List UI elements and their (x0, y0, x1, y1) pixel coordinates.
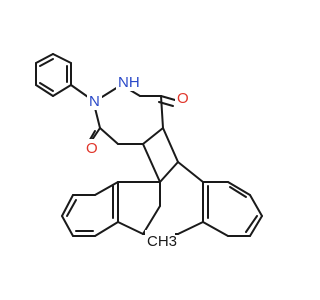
svg-text:O: O (86, 140, 98, 157)
atom-label-oxygen-top: O (175, 89, 190, 107)
atom-label-oxygen-left: O (84, 139, 99, 157)
pyridazinedione-ring (87, 86, 176, 145)
molecule-structure: O O N NH CH3 (35, 53, 263, 250)
bridge-core (142, 127, 179, 235)
svg-text:NH: NH (118, 74, 140, 91)
atom-label-nh: NH (116, 73, 144, 91)
left-benzo-ring (61, 181, 161, 237)
atom-label-methyl: CH3 (145, 230, 177, 250)
svg-text:CH3: CH3 (147, 233, 177, 250)
phenyl-ring (35, 53, 89, 98)
svg-text:N: N (89, 93, 100, 110)
svg-text:O: O (177, 90, 189, 107)
atom-label-nitrogen: N (87, 92, 102, 110)
